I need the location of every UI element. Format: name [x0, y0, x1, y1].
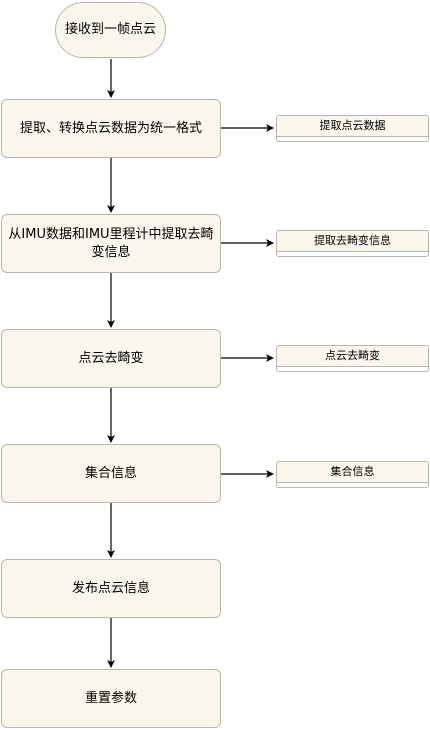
start-node-label: 接收到一帧点云	[64, 22, 156, 37]
step-extract-convert[interactable]: 提取、转换点云数据为统一格式	[1, 99, 221, 158]
note-collect-info[interactable]: 集合信息	[276, 461, 429, 488]
step-collect-info[interactable]: 集合信息	[1, 444, 221, 503]
note-title: 提取去畸变信息	[277, 231, 428, 252]
step-label: 发布点云信息	[71, 580, 150, 596]
step-label: 提取、转换点云数据为统一格式	[19, 120, 202, 136]
note-title: 点云去畸变	[277, 346, 428, 367]
start-node[interactable]: 接收到一帧点云	[55, 2, 166, 58]
step-deskew[interactable]: 点云去畸变	[1, 329, 221, 388]
step-label: 从IMU数据和IMU里程计中提取去畸变信息	[8, 226, 214, 260]
step-publish[interactable]: 发布点云信息	[1, 559, 221, 618]
note-title: 集合信息	[277, 462, 428, 483]
note-deskew[interactable]: 点云去畸变	[276, 345, 429, 372]
step-reset-params[interactable]: 重置参数	[1, 669, 221, 728]
step-label: 重置参数	[84, 690, 137, 706]
note-extract-pointcloud[interactable]: 提取点云数据	[276, 115, 429, 142]
note-extract-deskew-info[interactable]: 提取去畸变信息	[276, 230, 429, 257]
step-label: 点云去畸变	[78, 350, 144, 366]
step-extract-deskew-info[interactable]: 从IMU数据和IMU里程计中提取去畸变信息	[1, 214, 221, 273]
step-label: 集合信息	[84, 465, 137, 481]
note-title: 提取点云数据	[277, 116, 428, 137]
